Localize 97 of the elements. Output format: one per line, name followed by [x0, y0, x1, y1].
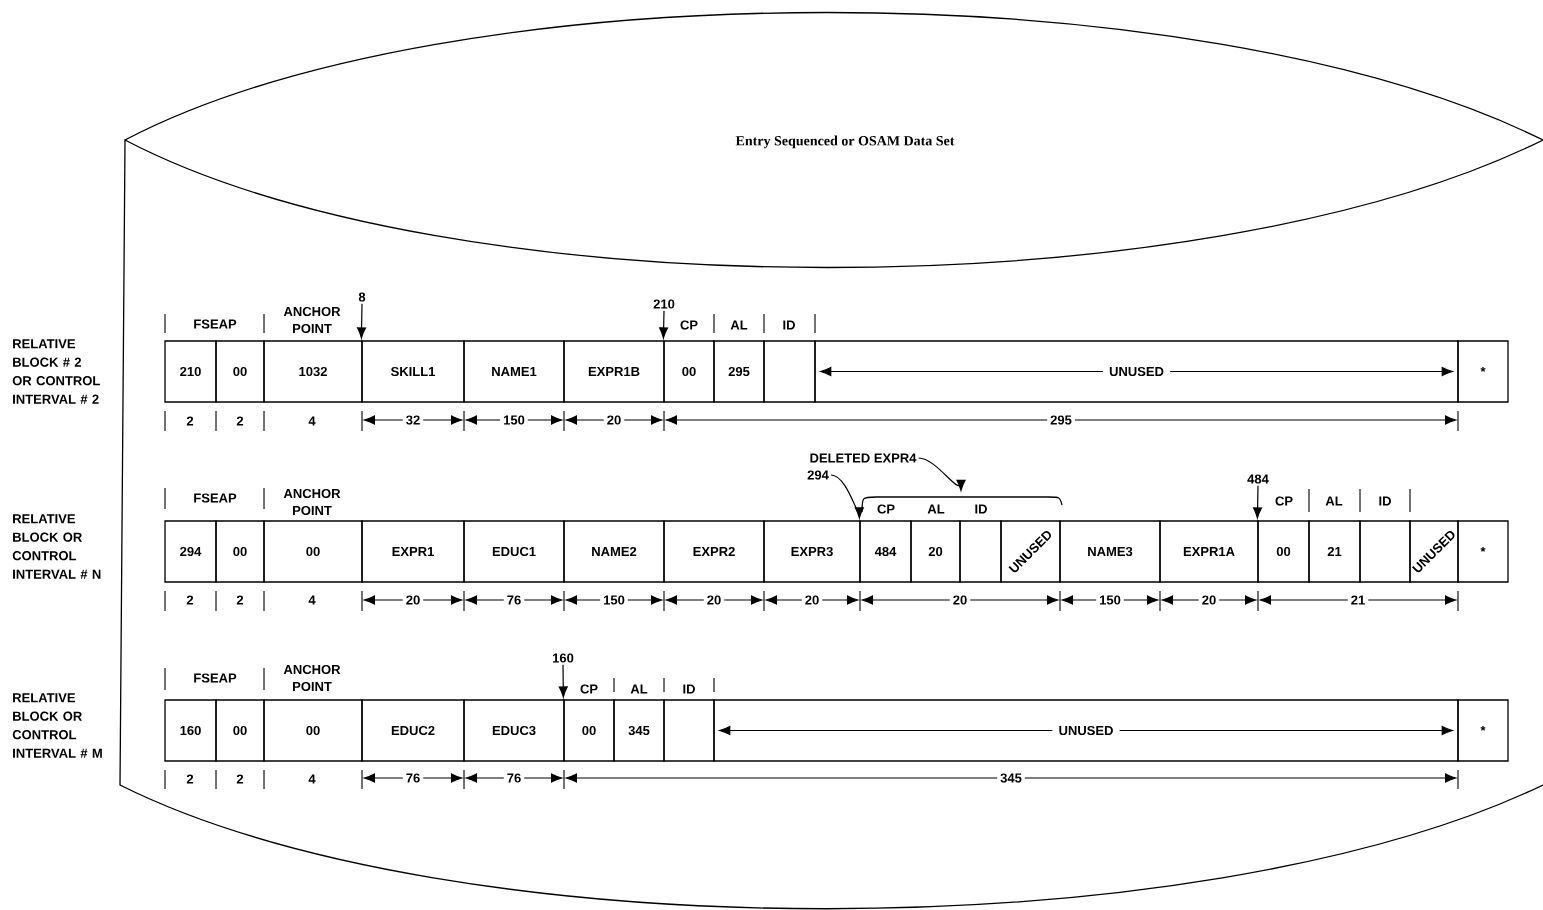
dimension-value: 2	[186, 595, 194, 605]
field-header: CP	[877, 504, 895, 514]
dimension-value: 2	[186, 416, 194, 426]
field-cell: EDUC1	[463, 520, 565, 583]
pointer-arrow	[830, 474, 864, 519]
pointer-arrow	[659, 310, 669, 339]
field-cell: 160	[164, 699, 217, 762]
field-header: AL	[927, 504, 945, 514]
field-header: FSEAP	[194, 673, 237, 683]
field-cell: UNUSED	[814, 340, 1459, 403]
field-cell: 00	[263, 699, 363, 762]
callout-text: DELETED EXPR4	[810, 453, 917, 463]
field-cell: *	[1457, 340, 1509, 403]
dimension-value: 2	[236, 595, 244, 605]
dimension-value: 76	[503, 592, 525, 608]
field-header: CP	[580, 684, 598, 694]
field-cell: 00	[215, 340, 265, 403]
field-cell: 210	[164, 340, 217, 403]
field-cell: NAME2	[563, 520, 665, 583]
empty-cell	[959, 520, 1002, 583]
field-cell: EXPR2	[663, 520, 765, 583]
empty-cell	[1359, 520, 1411, 583]
field-cell: 00	[263, 520, 363, 583]
field-header: CP	[680, 320, 698, 330]
field-header: AL	[630, 684, 648, 694]
field-header: FSEAP	[194, 493, 237, 503]
field-cell: EXPR1B	[563, 340, 665, 403]
field-cell: *	[1457, 699, 1509, 762]
field-cell: 345	[613, 699, 665, 762]
row-label: RELATIVE BLOCK OR CONTROL INTERVAL # N	[12, 514, 101, 579]
field-cell: 00	[563, 699, 615, 762]
field-cell: EXPR3	[763, 520, 861, 583]
field-header: FSEAP	[194, 319, 237, 329]
field-header: ID	[975, 504, 987, 514]
field-cell: 484	[859, 520, 912, 583]
pointer-value: 8	[358, 292, 366, 302]
dimension-value: 4	[308, 595, 316, 605]
field-cell: 00	[663, 340, 715, 403]
field-cell: *	[1457, 520, 1509, 583]
field-cell: NAME1	[463, 340, 565, 403]
field-cell: 295	[713, 340, 765, 403]
field-cell: 00	[1257, 520, 1310, 583]
dimension-value: 150	[500, 412, 528, 428]
dimension-value: 20	[801, 592, 823, 608]
dimension-value: 20	[1198, 592, 1220, 608]
pointer-value: 160	[553, 653, 574, 663]
field-header: ID	[683, 684, 695, 694]
field-cell: 21	[1308, 520, 1361, 583]
dimension-value: 20	[603, 412, 625, 428]
dimension-value: 295	[1047, 412, 1075, 428]
field-cell: EXPR1	[361, 520, 465, 583]
field-header: AL	[730, 320, 748, 330]
dimension-value: 32	[402, 412, 424, 428]
dimension-value: 4	[308, 416, 316, 426]
pointer-value: 484	[1247, 474, 1269, 484]
row-label: RELATIVE BLOCK # 2 OR CONTROL INTERVAL # 2	[12, 339, 100, 404]
field-cell: EDUC3	[463, 699, 565, 762]
pointer-value: 294	[807, 470, 829, 480]
pointer-arrow	[1253, 485, 1263, 519]
field-cell: NAME3	[1059, 520, 1161, 583]
dimension-value: 76	[402, 770, 424, 786]
dimension-value: 150	[1096, 592, 1124, 608]
empty-cell	[763, 340, 816, 403]
pointer-value: 210	[653, 299, 675, 309]
brace	[861, 496, 1063, 513]
field-header: CP	[1275, 496, 1293, 506]
dimension-value: 150	[600, 592, 628, 608]
dimension-value: 4	[308, 774, 316, 784]
row-label: RELATIVE BLOCK OR CONTROL INTERVAL # M	[12, 693, 102, 758]
dimension-value: 2	[236, 416, 244, 426]
field-cell: EDUC2	[361, 699, 465, 762]
dimension-value: 20	[703, 592, 725, 608]
empty-cell	[663, 699, 715, 762]
field-cell: SKILL1	[361, 340, 465, 403]
pointer-arrow	[357, 303, 367, 339]
field-cell: 00	[215, 699, 265, 762]
dimension-value: 20	[402, 592, 424, 608]
field-header: ANCHOR POINT	[283, 664, 341, 692]
dimension-value: 76	[503, 770, 525, 786]
field-cell: UNUSED	[713, 699, 1459, 762]
field-cell: 294	[164, 520, 217, 583]
dimension-value: 2	[186, 774, 194, 784]
pointer-arrow	[918, 457, 966, 491]
field-header: ANCHOR POINT	[283, 488, 341, 516]
dimension-value: 345	[997, 770, 1025, 786]
field-header: ID	[1379, 496, 1391, 506]
field-header: ID	[783, 320, 795, 330]
dimension-value: 2	[236, 774, 244, 784]
field-cell: EXPR1A	[1159, 520, 1259, 583]
field-cell: 1032	[263, 340, 363, 403]
field-header: ANCHOR POINT	[283, 306, 341, 334]
dimension-value: 21	[1347, 592, 1369, 608]
dimension-value: 20	[949, 592, 971, 608]
field-header: AL	[1325, 496, 1343, 506]
pointer-arrow	[558, 664, 568, 698]
field-cell: 00	[215, 520, 265, 583]
field-cell: 20	[910, 520, 961, 583]
